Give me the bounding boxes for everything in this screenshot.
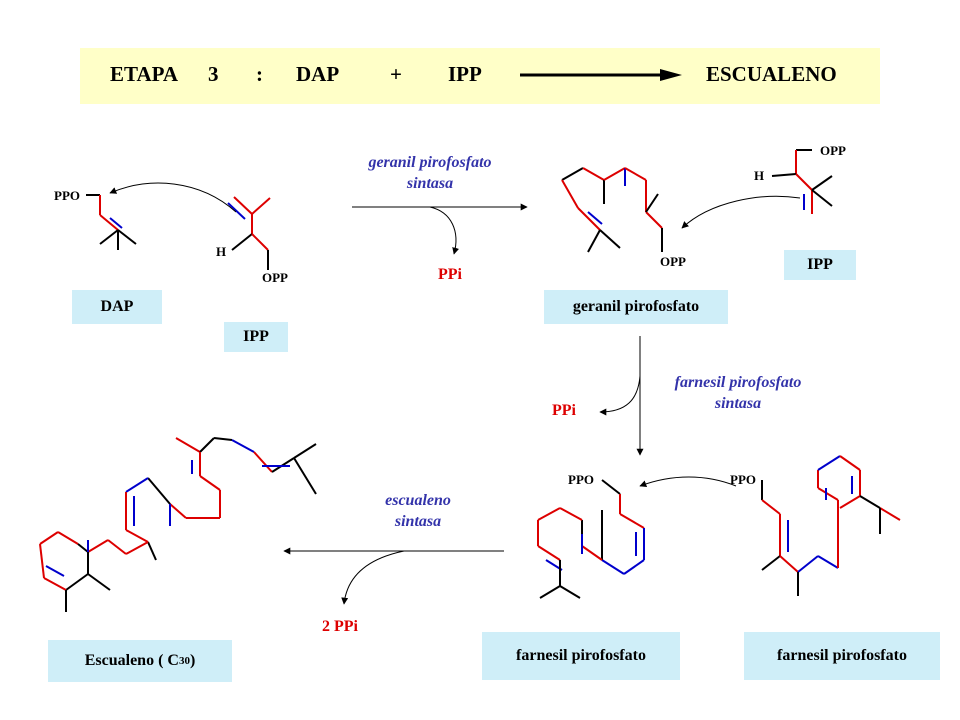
atom-opp-ipp-right: OPP <box>820 143 846 158</box>
title-bar <box>80 48 880 104</box>
enzyme-gps-line1: geranil pirofosfato <box>368 154 492 171</box>
atom-ppo-farnesil-2: PPO <box>730 472 756 487</box>
curved-arrow-attack-3 <box>639 476 737 488</box>
ipp-structure-left <box>227 196 271 270</box>
label-geranil-pirofosfato: geranil pirofosfato <box>544 290 728 324</box>
atom-opp-ipp-left: OPP <box>262 270 288 285</box>
ppi-byproduct-3: 2 PPi <box>322 618 358 635</box>
label-dap: DAP <box>72 290 162 324</box>
enzyme-fps-line2: sintasa <box>714 395 762 412</box>
geranil-pirofosfato-structure <box>561 167 663 253</box>
title-etapa: ETAPA <box>110 62 179 86</box>
ppi-release-arrow-2 <box>599 375 641 416</box>
atom-h-ipp-left: H <box>216 244 227 259</box>
title-colon: : <box>256 62 263 86</box>
label-farnesil-pirofosfato-2: farnesil pirofosfato <box>744 632 940 680</box>
label-farnesil-pirofosfato-1: farnesil pirofosfato <box>482 632 680 680</box>
title-arrow <box>520 69 682 81</box>
enzyme-escualeno-sintasa: escualeno sintasa <box>358 490 478 532</box>
ipp-structure-right <box>771 149 833 214</box>
dap-structure <box>86 194 137 250</box>
atom-ppo-farnesil-1: PPO <box>568 472 594 487</box>
label-ipp-left: IPP <box>224 322 288 352</box>
curved-arrow-attack-2 <box>681 195 801 229</box>
escualeno-structure <box>39 437 317 612</box>
title-plus: + <box>390 62 402 86</box>
ppi-release-arrow-3 <box>341 550 405 605</box>
label-ipp-right: IPP <box>784 250 856 280</box>
atom-ppo-dap: PPO <box>54 188 80 203</box>
label-escualeno-suffix: ) <box>189 652 196 669</box>
farnesil-pirofosfato-structure-2 <box>761 455 901 596</box>
farnesil-pirofosfato-structure-1 <box>537 479 645 599</box>
atom-opp-geranil: OPP <box>660 254 686 269</box>
curved-arrow-attack-1 <box>109 182 237 213</box>
label-escualeno-subscript: 30 <box>178 655 190 667</box>
enzyme-farnesil-pirofosfato-sintasa: farnesil pirofosfato sintasa <box>648 372 828 414</box>
enzyme-sqs-line1: escualeno <box>385 492 451 509</box>
enzyme-sqs-line2: sintasa <box>394 513 442 530</box>
ppi-byproduct-2: PPi <box>552 402 576 419</box>
enzyme-fps-line1: farnesil pirofosfato <box>674 374 802 391</box>
title-product-escualeno: ESCUALENO <box>706 62 837 86</box>
atom-h-ipp-right: H <box>754 168 765 183</box>
enzyme-geranil-pirofosfato-sintasa: geranil pirofosfato sintasa <box>340 152 520 194</box>
label-escualeno-prefix: Escualeno ( C <box>84 652 179 669</box>
ppi-release-arrow-1 <box>429 206 460 255</box>
title-reactant-dap: DAP <box>296 62 340 86</box>
title-number: 3 <box>208 62 219 86</box>
enzyme-gps-line2: sintasa <box>406 175 454 192</box>
title-reactant-ipp: IPP <box>448 62 482 86</box>
ppi-byproduct-1: PPi <box>438 266 462 283</box>
